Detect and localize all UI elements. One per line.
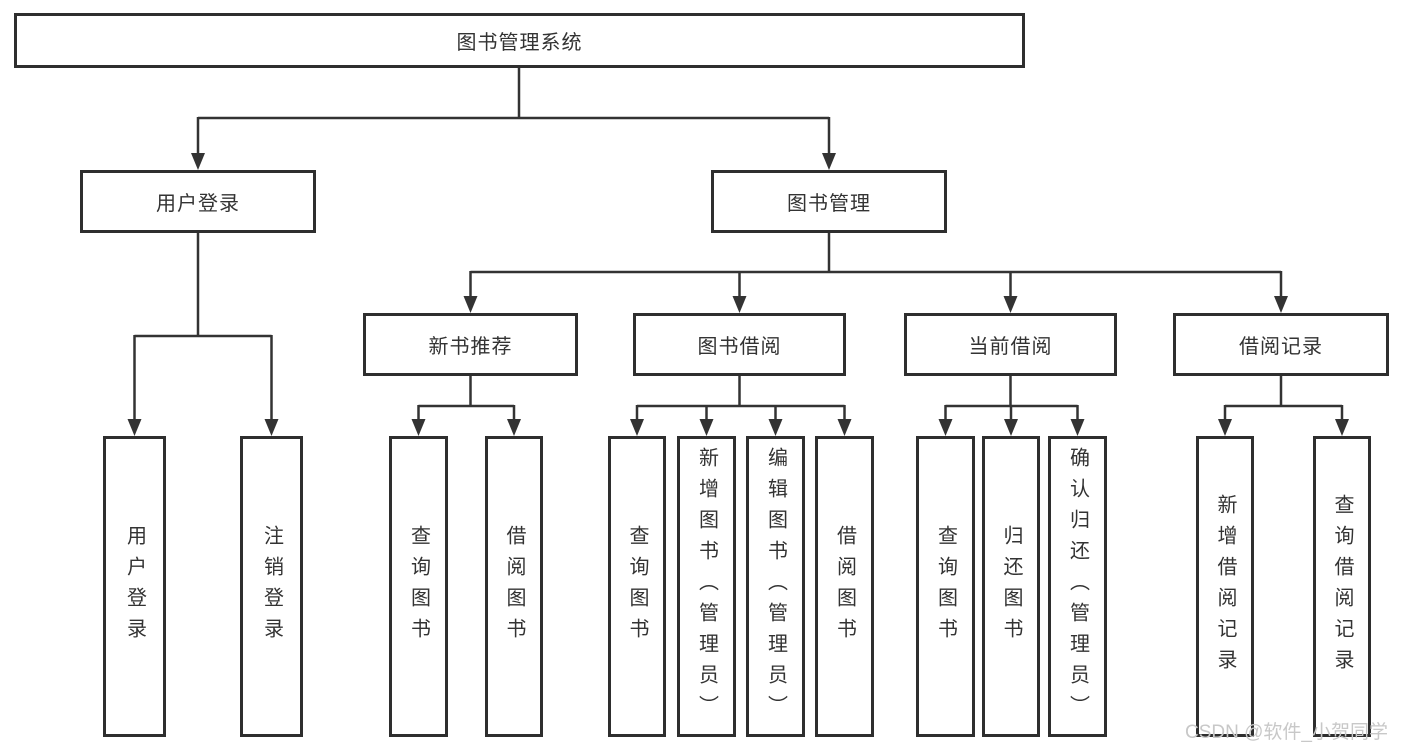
- arrowhead-icon: [507, 419, 521, 436]
- arrowhead-icon: [1274, 296, 1288, 313]
- arrowhead-icon: [630, 419, 644, 436]
- leaf-return-books: 归还图书: [982, 436, 1040, 737]
- arrowhead-icon: [191, 153, 205, 170]
- node-user-login: 用户登录: [80, 170, 316, 233]
- leaf-add-borrow-record: 新增借阅记录: [1196, 436, 1254, 737]
- arrowhead-icon: [411, 419, 426, 436]
- leaf-label: 编辑图书（管理员）: [764, 447, 787, 726]
- leaf-confirm-return-admin: 确认归还（管理员）: [1048, 436, 1107, 737]
- csdn-watermark: CSDN @软件_小贺同学: [1185, 722, 1388, 743]
- arrowhead-icon: [1335, 419, 1349, 436]
- leaf-label: 新增借阅记录: [1214, 493, 1236, 680]
- leaf-user-login: 用户登录: [103, 436, 166, 737]
- arrowhead-icon: [732, 296, 747, 313]
- leaf-label: 借阅图书: [833, 524, 856, 649]
- leaf-label: 查询图书: [626, 524, 648, 649]
- arrowhead-icon: [1004, 419, 1018, 436]
- leaf-label: 确认归还（管理员）: [1066, 447, 1089, 726]
- leaf-borrow-books-recommend: 借阅图书: [485, 436, 543, 737]
- leaf-label: 查询借阅记录: [1331, 493, 1353, 680]
- leaf-label: 查询图书: [934, 524, 957, 649]
- leaf-label: 查询图书: [407, 524, 430, 649]
- arrowhead-icon: [768, 419, 783, 436]
- arrowhead-icon: [837, 419, 852, 436]
- leaf-label: 注销登录: [260, 524, 283, 649]
- arrowhead-icon: [938, 419, 953, 436]
- arrowhead-icon: [822, 153, 836, 170]
- leaf-label: 借阅图书: [503, 524, 525, 649]
- node-book-management: 图书管理: [711, 170, 947, 233]
- arrowhead-icon: [1070, 419, 1085, 436]
- leaf-label: 用户登录: [123, 524, 146, 649]
- leaf-query-books-borrowing: 查询图书: [608, 436, 666, 737]
- arrowhead-icon: [264, 419, 279, 436]
- leaf-add-book-admin: 新增图书（管理员）: [677, 436, 736, 737]
- arrowhead-icon: [463, 296, 478, 313]
- leaf-borrow-books: 借阅图书: [815, 436, 874, 737]
- leaf-label: 归还图书: [1000, 524, 1022, 649]
- leaf-edit-book-admin: 编辑图书（管理员）: [746, 436, 805, 737]
- arrowhead-icon: [1218, 419, 1232, 436]
- leaf-logout: 注销登录: [240, 436, 303, 737]
- arrowhead-icon: [1003, 296, 1018, 313]
- arrowhead-icon: [127, 419, 142, 436]
- leaf-label: 新增图书（管理员）: [695, 447, 718, 726]
- arrowhead-icon: [699, 419, 714, 436]
- node-book-borrowing: 图书借阅: [633, 313, 846, 376]
- node-root: 图书管理系统: [14, 13, 1025, 68]
- node-borrowing-records: 借阅记录: [1173, 313, 1389, 376]
- leaf-query-books-recommend: 查询图书: [389, 436, 448, 737]
- node-current-borrowing: 当前借阅: [904, 313, 1117, 376]
- leaf-query-borrow-record: 查询借阅记录: [1313, 436, 1371, 737]
- leaf-query-books-current: 查询图书: [916, 436, 975, 737]
- node-new-book-recommend: 新书推荐: [363, 313, 578, 376]
